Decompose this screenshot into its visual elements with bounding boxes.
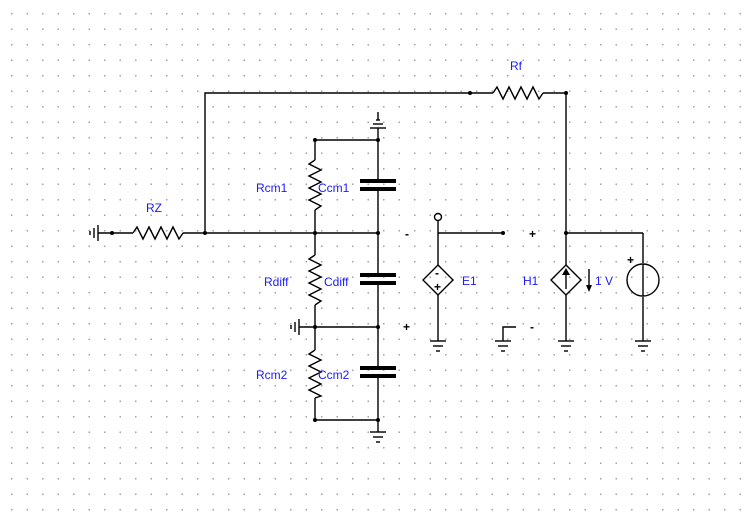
junctions [110,91,568,422]
junction-dot [564,231,568,235]
h1-arrow-head-icon [562,268,570,275]
capacitor-ccm1-label: Ccm1 [318,181,350,195]
ground-vsrc-icon[interactable] [635,340,651,352]
junction-dot [203,231,207,235]
resistor-rf-label: Rf [510,59,523,73]
wires [98,92,644,432]
resistor-rcm1-label: Rcm1 [256,181,288,195]
resistor-rcm2[interactable]: Rcm2 [256,349,323,399]
capacitor-cdiff-label: Cdiff [324,275,349,289]
junction-dot [376,138,380,142]
voltage-source-plus-sign: + [627,253,634,267]
ground-mid-icon[interactable] [290,319,300,335]
e1-diamond-icon [422,264,454,296]
voltage-source[interactable]: + [626,253,660,297]
capacitor-ccm2-label: Ccm2 [318,368,350,382]
e1-terminal-icon [433,212,443,222]
ground-output-minus-icon[interactable] [495,340,511,352]
port-markers: - + + - [403,227,536,334]
wire-output-minus-gnd[interactable] [502,326,516,341]
resistor-rdiff-zigzag-icon [307,254,323,306]
source-e1-label: E1 [462,274,477,288]
ground-bottom-icon[interactable] [370,431,386,443]
source-h1-label: H1 [523,274,539,288]
resistor-rcm2-zigzag-icon [307,349,323,399]
junction-dot [376,325,380,329]
output-plus-sign: + [529,227,536,241]
junction-dot [110,231,114,235]
resistor-rz[interactable]: RZ [132,201,184,241]
resistor-rdiff-label: Rdiff [264,275,289,289]
e1-plus-sign: + [434,280,441,294]
junction-dot [313,325,317,329]
resistor-rz-zigzag-icon [132,225,184,241]
resistor-rdiff[interactable]: Rdiff [264,254,323,306]
h1-direction-arrowhead-icon [586,285,592,292]
junction-dot [376,231,380,235]
ground-top-icon[interactable] [370,112,386,129]
e1-minus-sign: - [435,266,439,280]
junction-dot [313,418,317,422]
capacitor-ccm2[interactable]: Ccm2 [318,366,396,382]
junction-dot [313,231,317,235]
ground-h1-icon[interactable] [558,340,574,352]
capacitor-ccm1[interactable]: Ccm1 [318,179,396,195]
resistor-rf-zigzag-icon [492,85,544,101]
resistor-rcm1[interactable]: Rcm1 [256,159,323,211]
wire-feedback-left[interactable] [204,92,470,233]
resistor-rcm2-label: Rcm2 [256,368,288,382]
h1-diamond-icon [550,264,582,296]
ground-rz-icon[interactable] [89,225,99,241]
resistor-rz-label: RZ [146,201,162,215]
junction-dot [313,138,317,142]
resistor-rcm1-zigzag-icon [307,159,323,211]
input-minus-sign: - [405,227,409,241]
junction-dot [501,231,505,235]
junction-dot [376,418,380,422]
input-plus-sign: + [403,320,410,334]
output-minus-sign: - [530,320,534,334]
resistor-rf[interactable]: Rf [492,59,544,101]
junction-dot [564,91,568,95]
junction-dot [468,91,472,95]
source-e1[interactable]: - + E1 [422,212,477,296]
source-h1-value: 1 V [595,274,613,288]
ground-e1-icon[interactable] [430,340,446,352]
capacitor-cdiff[interactable]: Cdiff [324,273,396,289]
source-h1[interactable]: H1 1 V [523,264,613,296]
